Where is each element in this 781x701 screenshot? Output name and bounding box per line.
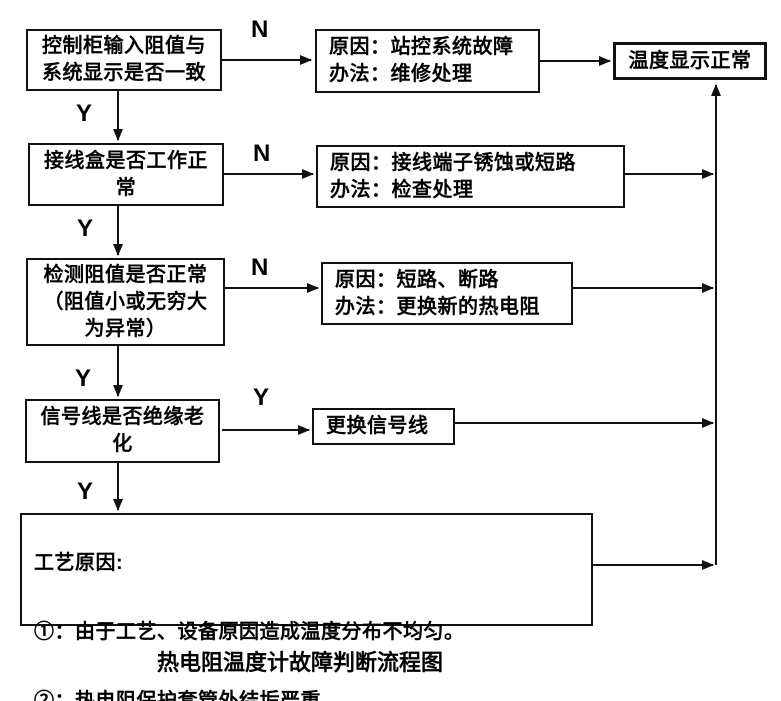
edge-label-yes-4: Y bbox=[253, 384, 270, 411]
cause-box-station-control-fault: 原因：站控系统故障 办法：维修处理 bbox=[315, 29, 540, 93]
result-box-temperature-normal: 温度显示正常 bbox=[613, 42, 767, 80]
action-box-replace-signal-line: 更换信号线 bbox=[312, 408, 455, 445]
decision-box-junction-box: 接线盒是否工作正 常 bbox=[28, 143, 224, 206]
edge-label-yes-1: Y bbox=[76, 100, 93, 127]
edge-label-no-3: N bbox=[251, 254, 269, 281]
process-cause-box: 工艺原因: ①：由于工艺、设备原因造成温度分布不均匀。 ②：热电阻保护套管外结垢… bbox=[20, 513, 593, 701]
process-cause-heading: 工艺原因: bbox=[34, 552, 124, 574]
cause-box-short-open-circuit: 原因：短路、断路 办法：更换新的热电阻 bbox=[321, 262, 573, 325]
process-cause-item-2: ②：热电阻保护套管外结垢严重。 bbox=[34, 690, 342, 701]
process-cause-item-1: ①：由于工艺、设备原因造成温度分布不均匀。 bbox=[34, 621, 465, 643]
edge-label-yes-2: Y bbox=[77, 215, 94, 242]
edge-label-yes-3: Y bbox=[75, 365, 92, 392]
edge-label-no-2: N bbox=[253, 140, 271, 167]
cause-box-terminal-corrosion: 原因：接线端子锈蚀或短路 办法：检查处理 bbox=[316, 145, 625, 208]
edge-label-yes-5: Y bbox=[77, 478, 94, 505]
edge-label-no-1: N bbox=[251, 16, 269, 43]
decision-box-detected-resistance: 检测阻值是否正常 （阻值小或无穷大 为异常） bbox=[26, 258, 225, 346]
diagram-caption: 热电阻温度计故障判断流程图 bbox=[156, 650, 443, 675]
decision-box-signal-line-insulation: 信号线是否绝缘老 化 bbox=[25, 399, 220, 463]
decision-box-control-cabinet-resistance: 控制柜输入阻值与 系统显示是否一致 bbox=[26, 29, 222, 91]
